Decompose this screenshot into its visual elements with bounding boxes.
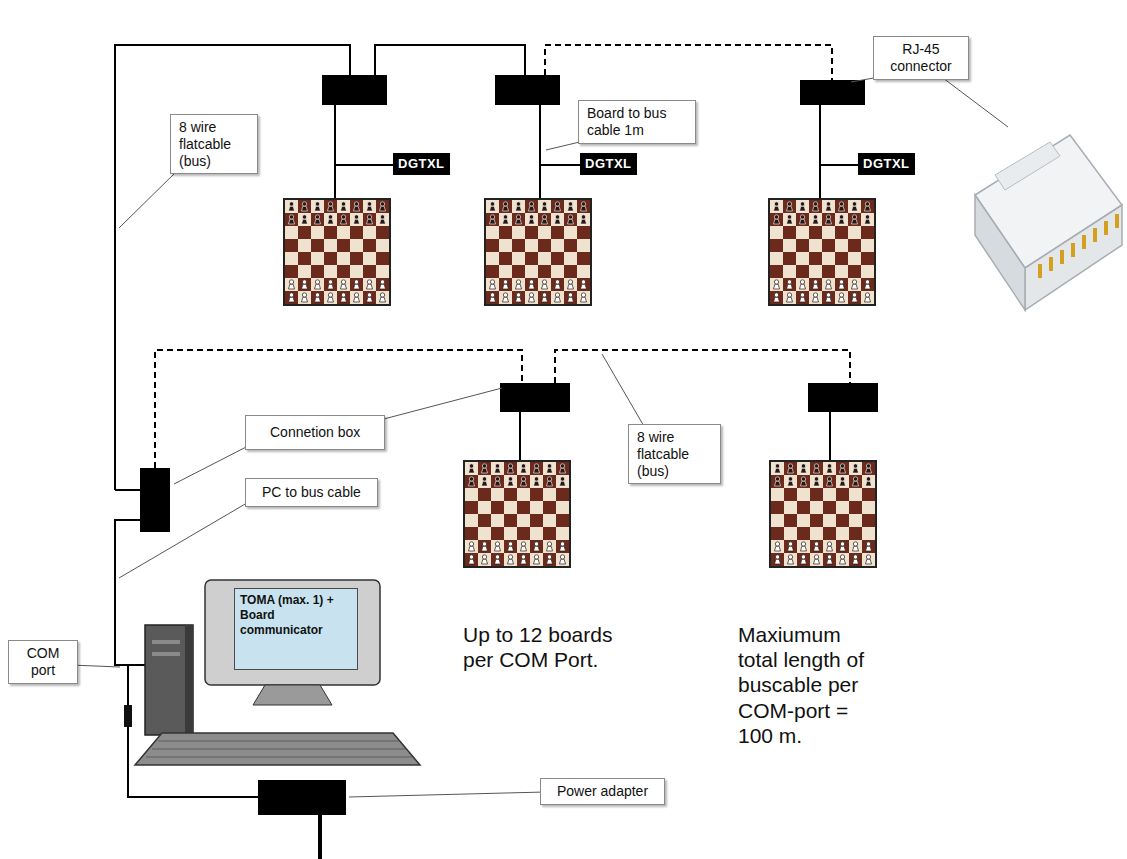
dashed-bus-wire bbox=[545, 45, 832, 80]
callout-box: 8 wire flatcable (bus) bbox=[628, 424, 721, 484]
dashed-bus-wire bbox=[155, 350, 522, 468]
computer bbox=[253, 685, 332, 705]
board-cable bbox=[539, 105, 541, 198]
computer bbox=[146, 741, 412, 757]
note-text: Up to 12 boards per COM Port. bbox=[463, 622, 643, 672]
text-line: Maxiumum total length of buscable per CO… bbox=[738, 622, 883, 748]
computer bbox=[185, 625, 193, 735]
power-adapter bbox=[124, 705, 132, 727]
text-line: Connetion box bbox=[270, 424, 360, 441]
rj45-plug bbox=[975, 135, 1122, 310]
power-adapter bbox=[318, 815, 322, 859]
text-line: RJ-45 connector bbox=[882, 41, 960, 75]
monitor-screen: TOMA (max. 1) + Board communicator bbox=[234, 588, 358, 670]
chess-board bbox=[284, 199, 876, 567]
rj45-plug bbox=[975, 195, 1025, 310]
board-logo: DGTXL bbox=[580, 153, 637, 175]
connection-box bbox=[808, 383, 878, 412]
rj45-plug bbox=[1115, 214, 1119, 228]
board-cable bbox=[519, 412, 521, 460]
computer bbox=[205, 580, 380, 685]
dashed-bus-wire bbox=[155, 45, 850, 468]
rj45-plug bbox=[1038, 264, 1042, 278]
callout-box: Connetion box bbox=[245, 415, 385, 450]
bus-wire bbox=[115, 489, 140, 491]
leader-line bbox=[380, 388, 502, 420]
leader-line bbox=[70, 72, 1008, 797]
rj45-plug bbox=[1093, 228, 1097, 242]
chess-board bbox=[284, 199, 390, 305]
chess-board bbox=[770, 461, 876, 567]
text-line: Board to bus cable 1m bbox=[587, 105, 687, 139]
text-line: DGTXL bbox=[398, 156, 445, 172]
callout-box: 8 wire flatcable (bus) bbox=[170, 114, 258, 174]
rj45-plug bbox=[1025, 205, 1122, 310]
rj45-plug bbox=[1060, 250, 1064, 264]
leader-line bbox=[602, 354, 645, 428]
bus-wire bbox=[375, 45, 525, 75]
connection-box bbox=[140, 468, 170, 532]
chess-board bbox=[464, 461, 570, 567]
callout-box: COM port bbox=[8, 640, 78, 684]
callout-box: RJ-45 connector bbox=[873, 36, 969, 80]
text-line: PC to bus cable bbox=[262, 484, 361, 501]
leader-line bbox=[119, 170, 178, 228]
board-cable bbox=[819, 105, 821, 198]
chess-board bbox=[769, 199, 875, 305]
bus-wire bbox=[115, 520, 146, 665]
text-line: TOMA (max. 1) + Board communicator bbox=[240, 593, 352, 638]
connection-box bbox=[495, 75, 560, 105]
board-cable bbox=[335, 164, 393, 166]
connection-box bbox=[322, 75, 387, 105]
text-line: Power adapter bbox=[557, 783, 648, 800]
board-cable bbox=[820, 164, 858, 166]
connection-box bbox=[800, 80, 865, 105]
leader-line bbox=[119, 500, 252, 578]
text-line: 8 wire flatcable (bus) bbox=[179, 119, 249, 169]
rj45-plug bbox=[1071, 243, 1075, 257]
board-cable bbox=[540, 164, 580, 166]
computer bbox=[135, 580, 420, 765]
text-line: Up to 12 boards per COM Port. bbox=[463, 622, 643, 672]
board-cable bbox=[829, 412, 831, 460]
leader-line bbox=[349, 792, 545, 797]
board-logo: DGTXL bbox=[858, 153, 915, 175]
rj45-plug bbox=[995, 142, 1060, 190]
computer bbox=[145, 625, 193, 735]
computer bbox=[135, 733, 420, 765]
board-cable bbox=[334, 105, 336, 198]
callout-box: PC to bus cable bbox=[245, 478, 378, 507]
computer bbox=[152, 652, 180, 656]
dashed-bus-wire bbox=[555, 350, 850, 383]
leader-line bbox=[174, 444, 252, 484]
bus-wire bbox=[115, 45, 525, 665]
chess-board bbox=[485, 199, 591, 305]
power-wire bbox=[127, 665, 129, 705]
rj45-plug bbox=[1040, 214, 1117, 278]
note-text: Maxiumum total length of buscable per CO… bbox=[738, 622, 883, 748]
text-line: DGTXL bbox=[585, 156, 632, 172]
text-line: COM port bbox=[17, 645, 69, 679]
callout-box: Board to bus cable 1m bbox=[578, 100, 696, 144]
callout-box: Power adapter bbox=[540, 778, 665, 805]
board-logo: DGTXL bbox=[393, 153, 450, 175]
leader-line bbox=[935, 72, 1008, 127]
connection-box bbox=[500, 383, 570, 412]
rj45-plug bbox=[1082, 235, 1086, 249]
text-line: DGTXL bbox=[863, 156, 910, 172]
computer bbox=[152, 640, 180, 644]
power-adapter bbox=[258, 780, 346, 815]
rj45-plug bbox=[1049, 257, 1053, 271]
rj45-plug bbox=[1104, 221, 1108, 235]
text-line: 8 wire flatcable (bus) bbox=[637, 429, 712, 479]
